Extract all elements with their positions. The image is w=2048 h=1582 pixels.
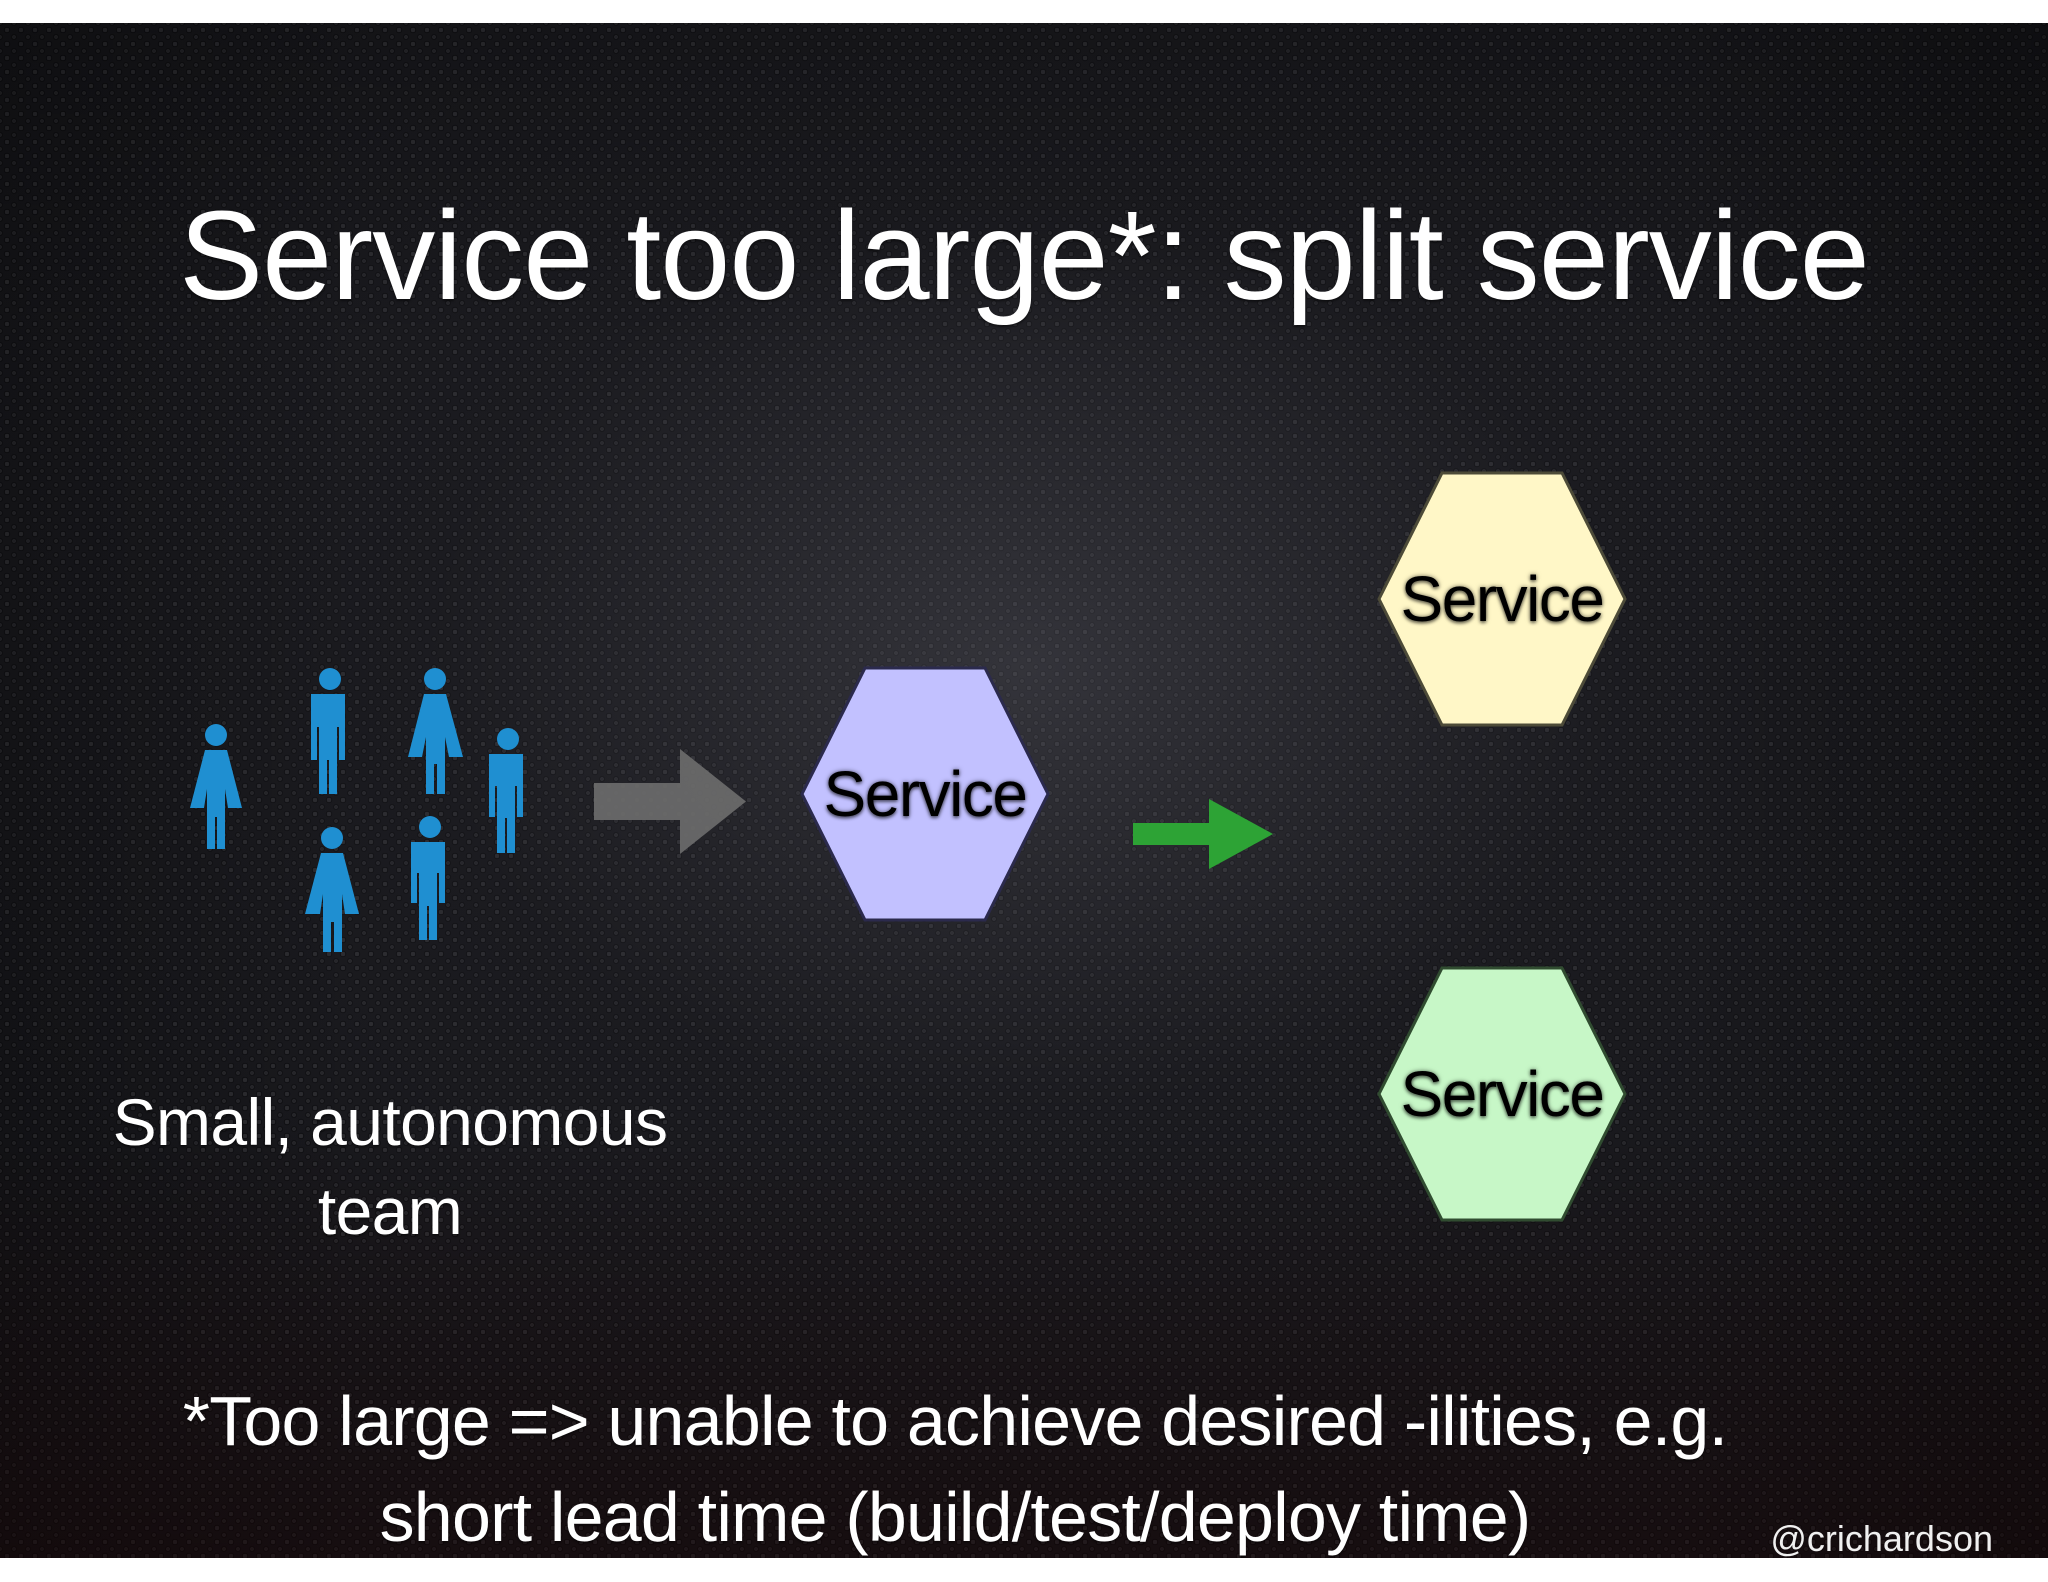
female-person-icon [408,668,463,794]
people-group-icon [190,668,523,952]
male-person-icon [489,728,523,853]
gray-right-arrow-icon [594,749,746,854]
female-person-icon [190,724,242,849]
slide-title: Service too large*: split service [179,185,1870,326]
male-person-icon [311,668,345,794]
author-handle: @crichardson [1770,1518,1993,1558]
service-hexagon-split-bottom: Service [1377,966,1627,1222]
slide: Service too large*: split service [0,23,2048,1558]
service-hexagon-split-top: Service [1377,471,1627,727]
female-person-icon [305,827,359,952]
service-hexagon-original: Service [800,666,1050,922]
team-caption: Small, autonomous team [112,1085,668,1248]
male-person-icon [411,816,445,940]
footnote-text: *Too large => unable to achieve desired … [182,1382,1728,1556]
green-right-arrow-icon [1133,799,1273,869]
